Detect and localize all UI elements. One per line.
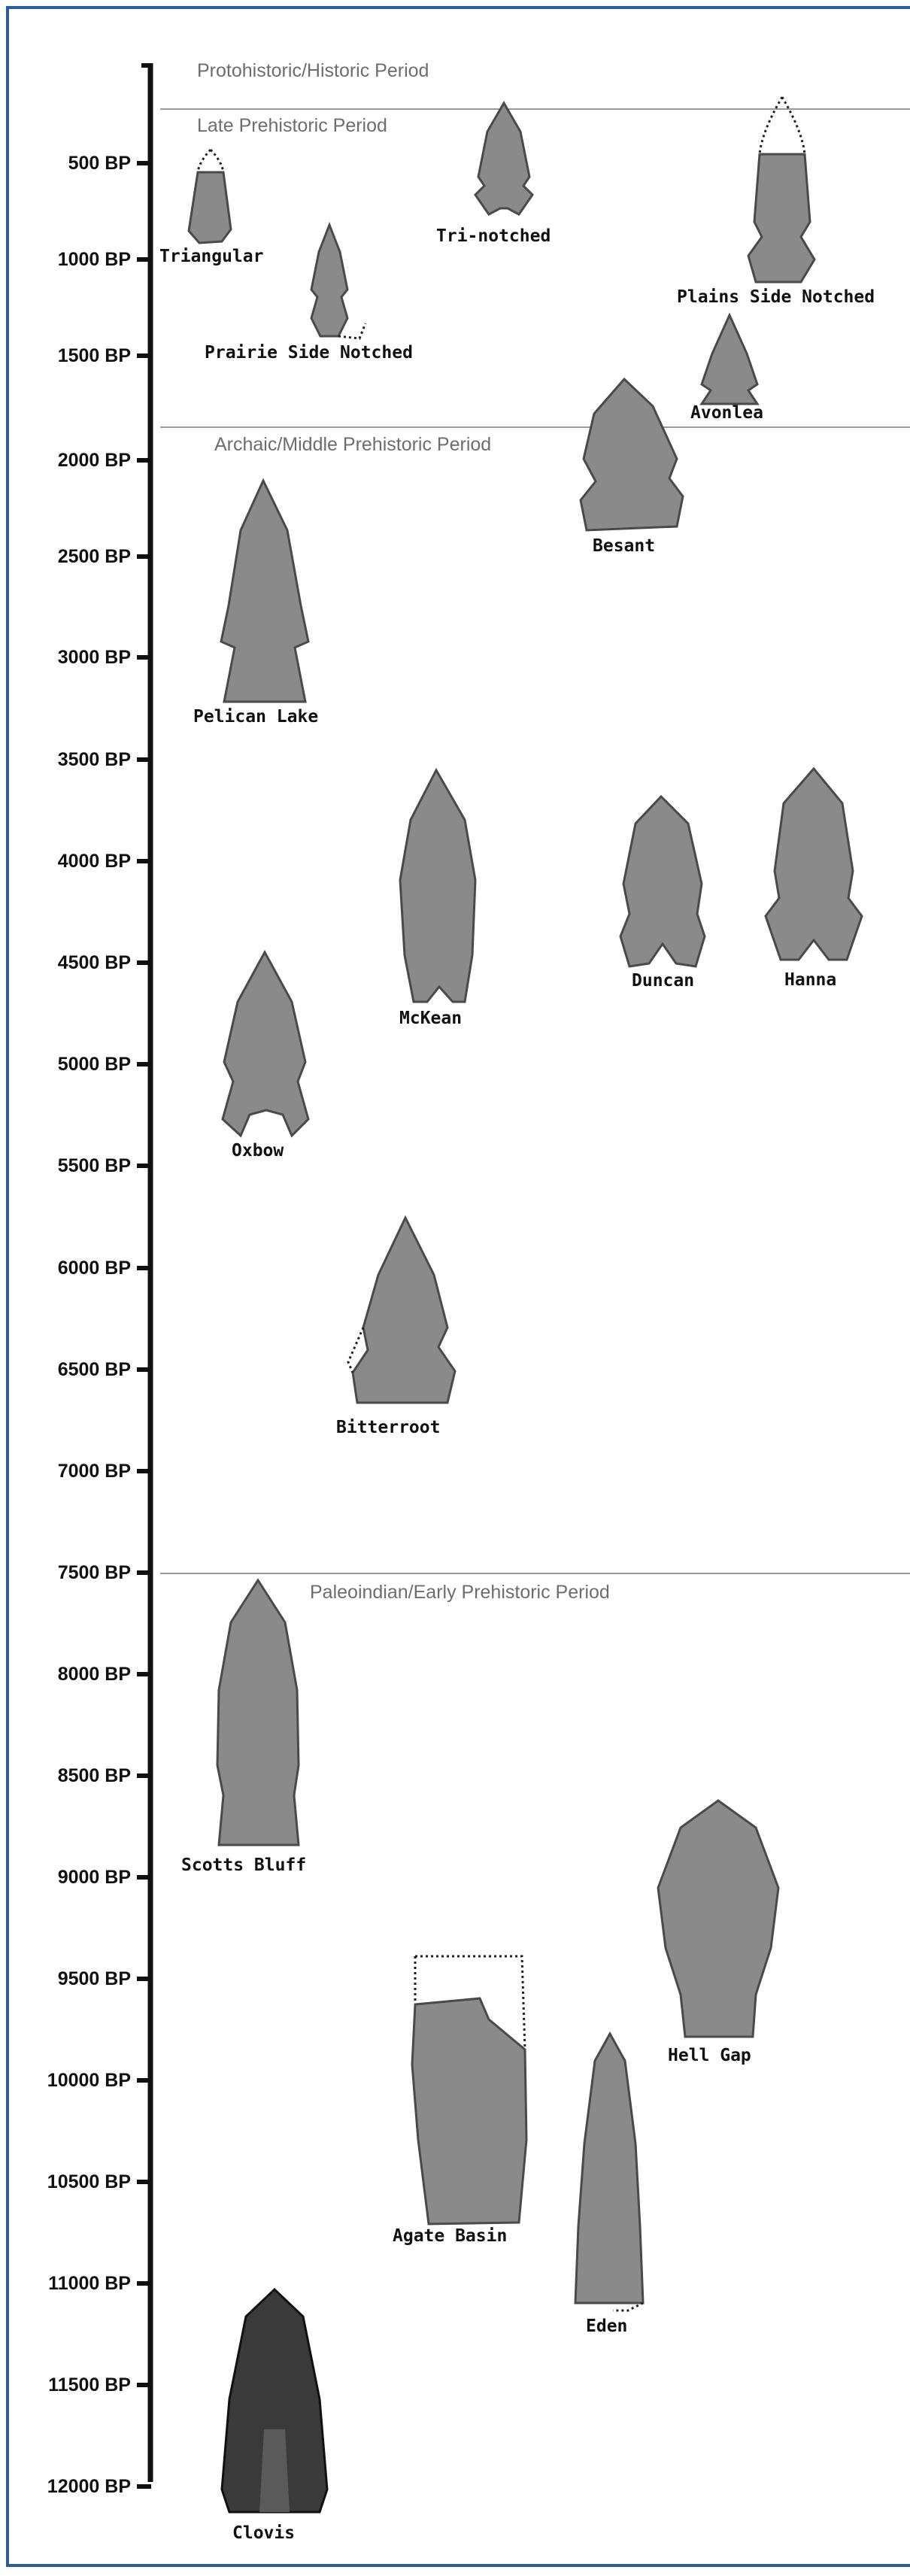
tick-label: 1500 BP: [24, 344, 131, 367]
hell-gap-point-image: [651, 1798, 786, 2046]
period-label-late-prehistoric: Late Prehistoric Period: [197, 115, 387, 137]
bitterroot-point-image: [342, 1215, 466, 1414]
point-label-bitterroot: Bitterroot: [336, 1418, 440, 1437]
plains-side-notched-point-image: [741, 94, 824, 290]
period-label-paleoindian: Paleoindian/Early Prehistoric Period: [310, 1582, 610, 1604]
tick-label: 7500 BP: [24, 1561, 131, 1584]
pelican-lake-point-image: [211, 478, 323, 707]
scotts-bluff-point-image: [207, 1577, 308, 1852]
tick-label: 1000 BP: [24, 248, 131, 271]
tick-label: 3000 BP: [24, 646, 131, 669]
tick-label: 9000 BP: [24, 1866, 131, 1889]
oxbow-point-image: [211, 949, 323, 1141]
tick-label: 9500 BP: [24, 1968, 131, 1990]
tick-label: 10500 BP: [24, 2171, 131, 2193]
tick-label: 4000 BP: [24, 850, 131, 872]
tick-label: 2500 BP: [24, 545, 131, 568]
hanna-point-image: [760, 766, 869, 965]
point-label-eden: Eden: [586, 2317, 627, 2336]
besant-point-image: [572, 376, 692, 534]
point-label-plains-side-notched: Plains Side Notched: [677, 287, 875, 307]
avonlea-point-image: [696, 312, 763, 406]
point-label-hanna: Hanna: [784, 970, 836, 990]
clovis-point-image: [214, 2286, 335, 2520]
tick-label: 3500 BP: [24, 748, 131, 771]
point-label-scotts-bluff: Scotts Bluff: [181, 1855, 306, 1875]
tick-label: 2000 BP: [24, 449, 131, 472]
prairie-side-notched-point-image: [293, 222, 369, 342]
tick-label: 11500 BP: [24, 2374, 131, 2396]
period-label-protohistoric: Protohistoric/Historic Period: [197, 60, 429, 82]
point-label-tri-notched: Tri-notched: [436, 226, 551, 246]
tri-notched-point-image: [466, 102, 541, 222]
eden-point-image: [568, 2031, 651, 2309]
tick-label: 12000 BP: [24, 2475, 131, 2498]
tick-label: 6500 BP: [24, 1358, 131, 1381]
period-label-archaic: Archaic/Middle Prehistoric Period: [214, 434, 491, 456]
point-label-mckean: McKean: [399, 1009, 462, 1028]
tick-label: 500 BP: [24, 152, 131, 174]
point-label-oxbow: Oxbow: [232, 1141, 284, 1161]
point-label-hell-gap: Hell Gap: [668, 2046, 751, 2065]
point-label-duncan: Duncan: [632, 971, 694, 991]
tick-label: 4500 BP: [24, 951, 131, 974]
point-label-avonlea: Avonlea: [690, 403, 763, 423]
point-label-besant: Besant: [593, 536, 655, 556]
tick-label: 5000 BP: [24, 1053, 131, 1076]
tick-label: 6000 BP: [24, 1257, 131, 1279]
agate-basin-point-image: [406, 1952, 534, 2230]
point-label-agate-basin: Agate Basin: [393, 2226, 507, 2246]
mckean-point-image: [391, 767, 489, 1008]
point-label-prairie-side-notched: Prairie Side Notched: [205, 343, 413, 363]
point-label-pelican-lake: Pelican Lake: [193, 707, 318, 727]
tick-label: 5500 BP: [24, 1154, 131, 1177]
tick-label: 10000 BP: [24, 2069, 131, 2092]
duncan-point-image: [613, 793, 714, 974]
tick-label: 8000 BP: [24, 1663, 131, 1685]
point-label-clovis: Clovis: [232, 2523, 295, 2543]
tick-label: 8500 BP: [24, 1764, 131, 1787]
triangular-point-image: [184, 147, 237, 248]
tick-label: 7000 BP: [24, 1460, 131, 1482]
tick-label: 11000 BP: [24, 2272, 131, 2295]
point-label-triangular: Triangular: [159, 247, 263, 266]
